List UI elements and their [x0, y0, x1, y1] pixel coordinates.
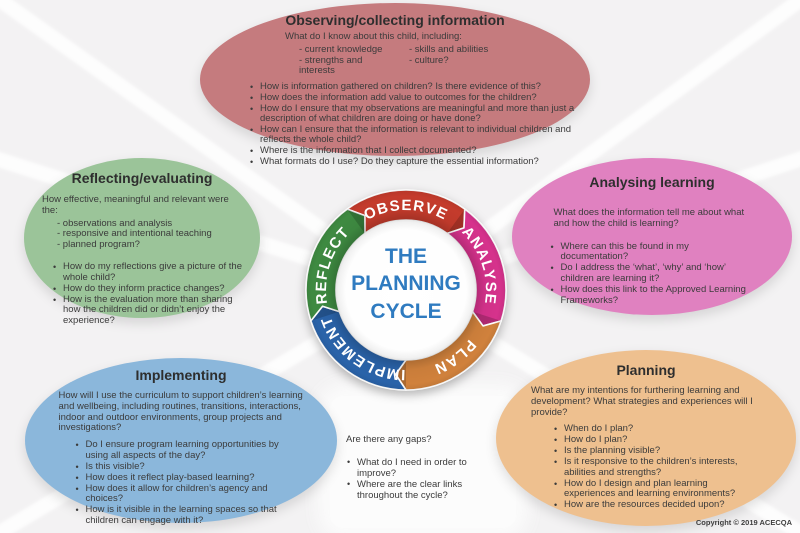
- bullet-item: How do I design and plan learning experi…: [553, 478, 761, 501]
- bullet-item: How does the information add value to ou…: [249, 92, 575, 104]
- analysing-intro: What does the information tell me about …: [553, 207, 745, 229]
- bullet-item: How does this link to the Approved Learn…: [550, 284, 755, 307]
- implementing-title: Implementing: [135, 367, 227, 383]
- observing-sub-col-1: - current knowledge- strengths and inter…: [299, 43, 399, 77]
- ring-inner-shadow: [306, 190, 506, 390]
- ring-center-disc: [336, 220, 476, 360]
- reflecting-sub-list: - observations and analysis- responsive …: [57, 217, 242, 251]
- gaps-note: Are there any gaps? What do I need in or…: [346, 434, 498, 501]
- observing-sub-col-2: - skills and abilities- culture?: [409, 43, 489, 77]
- sub-item: - culture?: [409, 54, 449, 66]
- bullet-item: How do I ensure that my observations are…: [249, 103, 575, 125]
- bullet-item: What formats do I use? Do they capture t…: [249, 156, 575, 168]
- bullet-item: Where is the information that I collect …: [249, 145, 575, 157]
- implementing-bullet-list: Do I ensure program learning opportuniti…: [75, 439, 304, 527]
- planning-bubble: Planning What are my intentions for furt…: [496, 350, 796, 526]
- sub-item: - strengths and interests: [299, 54, 363, 77]
- cycle-title-line: THE: [385, 245, 427, 268]
- reflecting-content: How effective, meaningful and relevant w…: [42, 194, 242, 327]
- bullet-item: Is it responsive to the children’s inter…: [553, 456, 761, 479]
- observing-content: What do I know about this child, includi…: [215, 31, 575, 167]
- sub-item: - planned program?: [57, 239, 140, 251]
- bullet-item: How do my reflections give a picture of …: [52, 261, 242, 284]
- observing-sub-columns: - current knowledge- strengths and inter…: [299, 43, 575, 77]
- copyright-text: Copyright © 2019 ACECQA: [695, 518, 792, 527]
- reflecting-bullet-list: How do my reflections give a picture of …: [52, 261, 242, 327]
- analysing-content: What does the information tell me about …: [550, 207, 755, 307]
- planning-bullet-list: When do I plan?How do I plan?Is the plan…: [553, 424, 761, 511]
- sub-item: - observations and analysis: [57, 217, 173, 229]
- sub-item: - current knowledge: [299, 43, 383, 55]
- bullet-item: How can I ensure that the information is…: [249, 124, 575, 146]
- bullet-item: Do I ensure program learning opportuniti…: [75, 439, 304, 462]
- implementing-content: How will I use the curriculum to support…: [58, 390, 304, 527]
- sub-item: - skills and abilities: [409, 43, 489, 55]
- cycle-title-line: CYCLE: [370, 299, 442, 323]
- bullet-item: How does it allow for children’s agency …: [75, 483, 304, 506]
- bullet-item: How is information gathered on children?…: [249, 82, 575, 93]
- planning-title: Planning: [616, 362, 676, 378]
- bullet-item: How are the resources decided upon?: [553, 499, 761, 511]
- implementing-intro: How will I use the curriculum to support…: [58, 390, 303, 434]
- observing-title: Observing/collecting information: [285, 12, 505, 28]
- cycle-title-line: PLANNING: [351, 272, 461, 296]
- bullet-item: When do I plan?: [553, 424, 761, 435]
- reflecting-title: Reflecting/evaluating: [71, 170, 213, 186]
- bullet-item: How is the evaluation more than sharing …: [52, 294, 242, 327]
- observing-intro: What do I know about this child, includi…: [285, 31, 462, 42]
- sub-item: - responsive and intentional teaching: [57, 228, 212, 240]
- bullet-item: How do I plan?: [553, 434, 761, 446]
- bullet-item: How does it reflect play-based learning?: [75, 472, 304, 484]
- gaps-intro: Are there any gaps?: [346, 434, 432, 445]
- bullet-item: How do they inform practice changes?: [52, 283, 242, 295]
- bullet-item: Where can this be found in my documentat…: [550, 241, 755, 264]
- bullet-item: How is it visible in the learning spaces…: [75, 504, 304, 527]
- cycle-center-title: THE PLANNING CYCLE: [336, 243, 476, 325]
- implementing-bubble: Implementing How will I use the curricul…: [25, 358, 337, 526]
- bullet-item: Do I address the ‘what’, ‘why’ and ‘how’…: [550, 262, 755, 285]
- analysing-bullet-list: Where can this be found in my documentat…: [550, 241, 755, 307]
- planning-content: What are my intentions for furthering le…: [531, 385, 761, 511]
- observing-bullet-list: How is information gathered on children?…: [249, 82, 575, 167]
- reflecting-intro: How effective, meaningful and relevant w…: [42, 194, 229, 216]
- analysing-bubble: Analysing learning What does the informa…: [512, 158, 792, 315]
- bullet-item: Where are the clear links throughout the…: [346, 479, 498, 501]
- gaps-bullet-list: What do I need in order to improve?Where…: [346, 457, 498, 501]
- planning-intro: What are my intentions for furthering le…: [531, 385, 753, 418]
- analysing-title: Analysing learning: [589, 174, 715, 190]
- reflecting-bubble: Reflecting/evaluating How effective, mea…: [24, 158, 260, 326]
- bullet-item: Is this visible?: [75, 461, 304, 473]
- bullet-item: What do I need in order to improve?: [346, 457, 498, 479]
- observing-bubble: Observing/collecting information What do…: [200, 3, 590, 166]
- bullet-item: Is the planning visible?: [553, 445, 761, 457]
